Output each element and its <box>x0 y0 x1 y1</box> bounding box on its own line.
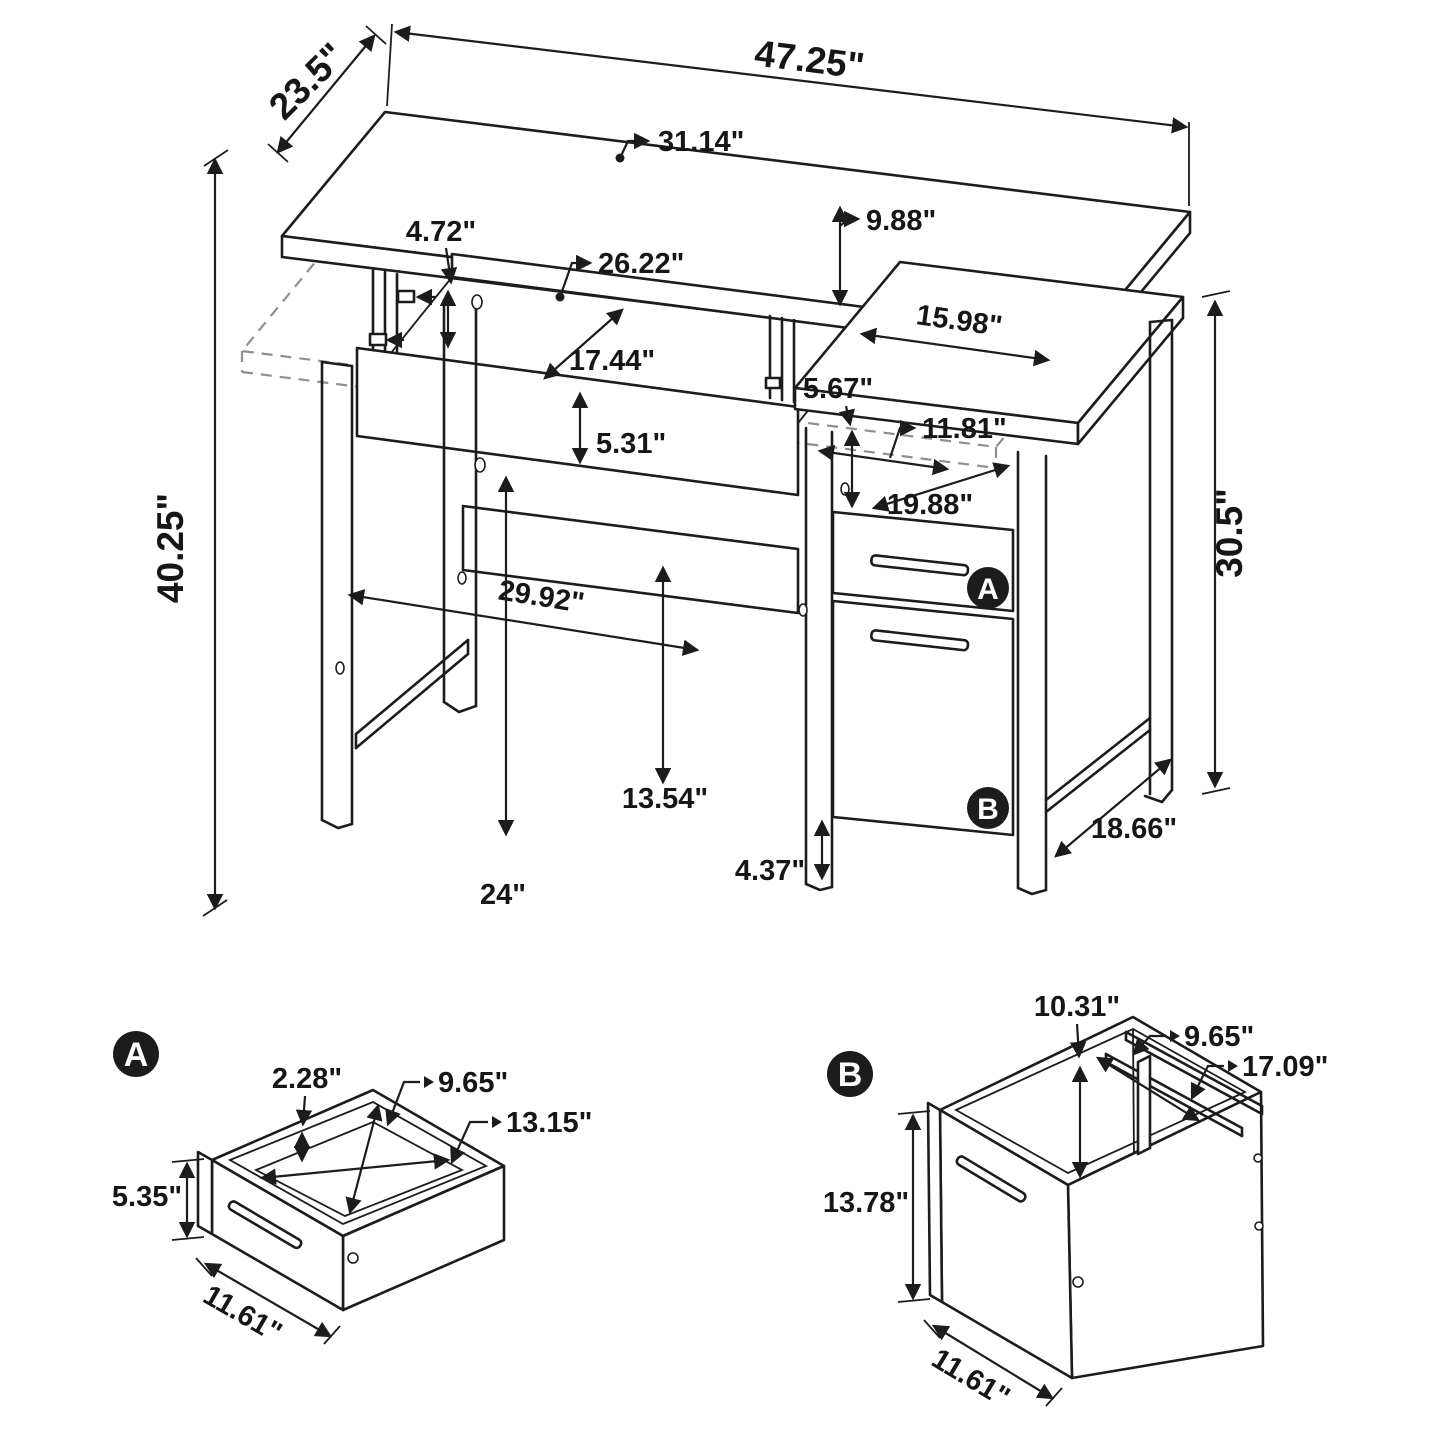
pedestal-front-right-leg <box>1016 450 1048 896</box>
lift-mechanism-left <box>368 268 436 368</box>
dim-lift-rise: 9.88" <box>866 205 936 237</box>
dim-desk-height: 30.5" <box>1209 488 1250 578</box>
dim-cubby-height: 5.67" <box>803 373 873 405</box>
dim-inner-width: 26.22" <box>598 248 684 280</box>
drawer-pedestal: A B <box>804 318 1174 896</box>
pedestal-front-left-leg <box>804 426 834 892</box>
drawer-a-screw-hole <box>347 1252 359 1264</box>
dim-apron-height: 5.31" <box>596 428 666 460</box>
return-desktop <box>793 260 1185 446</box>
dim-overall-depth: 23.5" <box>261 35 353 127</box>
dim-lift-top-width: 31.14" <box>658 126 744 158</box>
dim-b-drawer-width: 11.61" <box>926 1343 1015 1414</box>
dim-cubby-depth: 19.88" <box>887 489 973 521</box>
detail-a-badge: A <box>113 1031 159 1077</box>
dim-b-rail-length: 17.09" <box>1242 1051 1328 1083</box>
dim-b-inner-width: 9.65" <box>1184 1021 1254 1053</box>
dim-a-inner-width: 9.65" <box>438 1067 508 1099</box>
dim-side-depth: 18.66" <box>1091 813 1177 845</box>
file-divider <box>1136 1054 1152 1156</box>
dim-bottom-clearance: 4.37" <box>735 855 805 887</box>
left-side-stretcher <box>354 638 470 750</box>
drawer-a-detail-handle <box>227 1200 303 1250</box>
detail-b-badge-label: B <box>838 1056 863 1094</box>
dim-knee-clearance: 13.54" <box>622 783 708 815</box>
drawer-a-box <box>196 1088 506 1312</box>
drawer-b-handle <box>870 629 970 652</box>
detail-a-view: A 2.28" 9.65" 13.15" <box>112 1031 592 1349</box>
dim-a-drawer-height: 5.35" <box>112 1181 182 1213</box>
badge-b-label: B <box>977 793 999 826</box>
drawer-a-handle <box>870 554 970 577</box>
dim-cubby-width: 11.81" <box>922 413 1007 445</box>
drawer-b-front <box>831 599 1015 837</box>
badge-a: A <box>967 567 1009 609</box>
detail-b-view: B <box>823 991 1328 1414</box>
dim-bracket-offset: 4.72" <box>406 216 476 248</box>
left-front-leg <box>320 360 354 830</box>
dim-a-drawer-width: 11.61" <box>198 1279 287 1349</box>
main-view: A B 47.25" 23.5" <box>150 23 1250 917</box>
dimension-annotations: 47.25" 23.5" 31.14" 9.88" 4.72" 26.22" <box>150 23 1250 917</box>
dim-a-rail-offset: 2.28" <box>272 1063 342 1095</box>
badge-b: B <box>967 787 1009 829</box>
drawer-b-detail-handle <box>955 1155 1027 1203</box>
dim-overall-width: 47.25" <box>752 33 866 87</box>
drawer-b-screw-hole <box>1072 1276 1084 1288</box>
detail-a-badge-label: A <box>124 1036 149 1074</box>
drawer-b-box <box>926 1015 1265 1380</box>
badge-a-label: A <box>977 573 999 606</box>
dim-overall-height: 40.25" <box>150 493 191 603</box>
modesty-panel <box>461 504 800 615</box>
dim-b-rail-drop: 10.31" <box>1034 991 1120 1023</box>
dim-stretcher-height: 24" <box>480 879 526 911</box>
dim-b-drawer-height: 13.78" <box>823 1187 909 1219</box>
detail-b-badge: B <box>827 1051 873 1097</box>
dim-a-inner-depth: 13.15" <box>506 1107 592 1139</box>
dim-inner-depth: 17.44" <box>569 345 655 377</box>
pedestal-side-panel-edge <box>1044 716 1152 814</box>
lift-mechanism-right <box>764 314 796 404</box>
